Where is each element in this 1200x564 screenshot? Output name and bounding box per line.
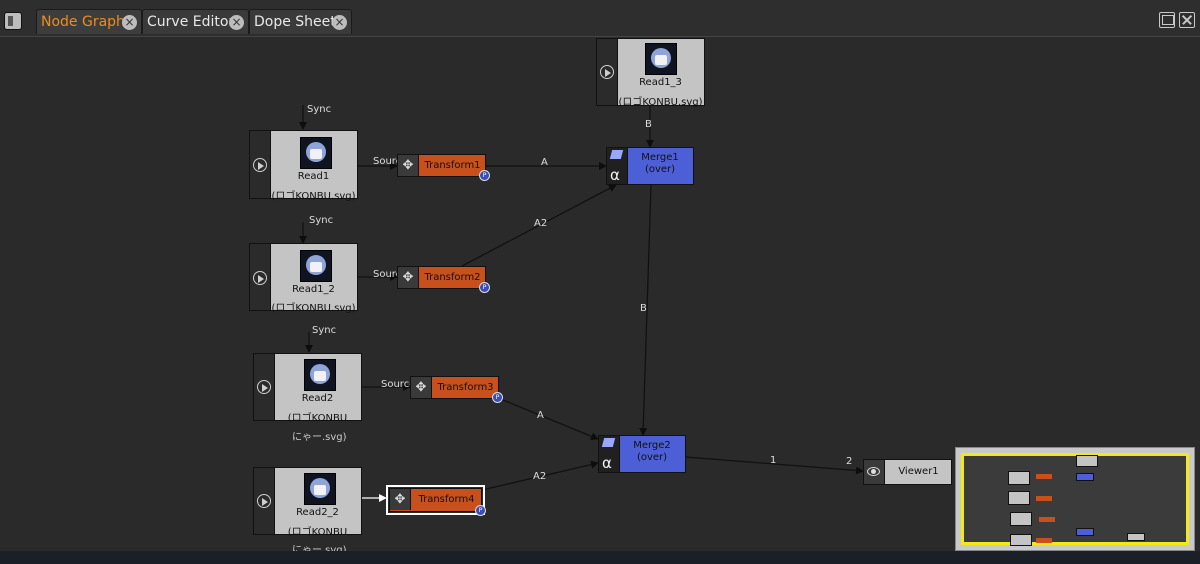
transform-move-icon: ✥ [398, 155, 419, 176]
proxy-badge: P [479, 170, 490, 181]
transform-move-icon: ✥ [398, 267, 419, 288]
node-label: Transform3 [437, 382, 494, 393]
pane-menu-button[interactable] [4, 12, 22, 30]
node-transform1[interactable]: ✥ Transform1 P [397, 154, 490, 181]
source-label: Source [373, 269, 407, 280]
tab-label: Curve Editor [147, 14, 235, 30]
input-label-a: A [537, 410, 544, 421]
node-label: Read1 [297, 171, 330, 182]
wire-merge1-merge2 [639, 184, 652, 436]
play-icon[interactable] [257, 380, 271, 394]
thumbnail-image [645, 43, 677, 75]
node-file: (ロゴKONBU.svg) [618, 97, 703, 108]
close-pane-icon[interactable] [1179, 12, 1195, 28]
node-file-continued: にゃー.svg) [292, 541, 347, 556]
merge-alpha-icon: α [607, 148, 628, 184]
node-transform3[interactable]: ✥ Transform3 P [410, 376, 503, 403]
thumbnail-image [304, 473, 336, 505]
wire-transform2-merge1 [461, 184, 617, 267]
wire-transform4-merge2 [481, 460, 599, 491]
node-operation: (over) [644, 164, 676, 175]
node-read2[interactable]: Read2 (ロゴKONBU [253, 353, 362, 424]
node-label: Merge1 [641, 152, 679, 163]
float-pane-icon[interactable] [1159, 12, 1175, 28]
proxy-badge: P [479, 282, 490, 293]
sync-label: Sync [309, 215, 333, 226]
node-file: (ロゴKONBU [287, 527, 348, 538]
viewer-input-label-2: 2 [846, 456, 852, 467]
close-icon[interactable]: × [332, 15, 347, 30]
tab-label: Dope Sheet [254, 14, 336, 30]
node-label: Read1_3 [639, 77, 682, 88]
navigator-viewport[interactable] [961, 453, 1189, 545]
node-viewer1[interactable]: Viewer1 [863, 459, 952, 485]
source-label: Source [381, 379, 415, 390]
input-label-b: B [640, 303, 647, 314]
status-strip [0, 551, 1200, 564]
play-icon[interactable] [600, 65, 614, 79]
thumbnail-image [300, 250, 332, 282]
thumbnail-image [300, 137, 332, 169]
wire-transform3-merge2 [497, 397, 599, 441]
transform-move-icon: ✥ [411, 377, 432, 398]
node-read1-2[interactable]: Read1_2 (ロゴKONBU.svg) [249, 243, 358, 314]
merge-alpha-icon: α [599, 436, 620, 472]
thumbnail-image [304, 359, 336, 391]
node-file: (ロゴKONBU.svg) [271, 191, 356, 202]
node-merge1[interactable]: α Merge1 (over) [606, 147, 694, 185]
node-file: (ロゴKONBU.svg) [271, 303, 356, 314]
play-icon[interactable] [253, 158, 267, 172]
transform-move-icon: ✥ [390, 489, 411, 510]
node-label: Read2_2 [296, 507, 339, 518]
node-merge2[interactable]: α Merge2 (over) [598, 435, 686, 473]
tab-curve-editor[interactable]: Curve Editor × [142, 9, 249, 34]
node-read1[interactable]: Read1 (ロゴKONBU.svg) [249, 130, 358, 202]
tab-node-graph[interactable]: Node Graph × [36, 9, 142, 34]
node-file: (ロゴKONBU [287, 413, 348, 424]
tab-dope-sheet[interactable]: Dope Sheet × [249, 9, 352, 34]
navigator-minimap[interactable] [955, 447, 1195, 551]
node-operation: (over) [636, 452, 668, 463]
tab-bar: Node Graph × Curve Editor × Dope Sheet × [0, 0, 1200, 37]
viewer-input-label-1: 1 [770, 455, 776, 466]
node-label: Read1_2 [292, 284, 335, 295]
sync-label: Sync [307, 104, 331, 115]
input-label-a: A [541, 157, 548, 168]
input-label-b: B [645, 119, 652, 130]
proxy-badge: P [475, 505, 486, 516]
node-label: Transform1 [424, 160, 481, 171]
node-transform4[interactable]: ✥ Transform4 P [386, 485, 486, 516]
wire-merge2-viewer [685, 456, 864, 475]
node-file-continued: にゃー.svg) [292, 432, 347, 443]
close-icon[interactable]: × [229, 15, 244, 30]
play-icon[interactable] [253, 271, 267, 285]
node-read2-2[interactable]: Read2_2 (ロゴKONBU [253, 467, 362, 538]
input-label-a2: A2 [534, 218, 547, 229]
input-label-a2: A2 [533, 471, 546, 482]
node-label: Transform4 [418, 494, 475, 505]
sync-label: Sync [312, 325, 336, 336]
play-icon[interactable] [257, 494, 271, 508]
node-read1-3[interactable]: Read1_3 (ロゴKONBU.svg) [596, 38, 705, 108]
node-transform2[interactable]: ✥ Transform2 P [397, 266, 490, 293]
close-icon[interactable]: × [122, 15, 137, 30]
node-label: Transform2 [424, 272, 481, 283]
eye-icon [864, 460, 885, 484]
source-label: Source [373, 156, 407, 167]
node-label: Read2 [301, 393, 334, 404]
node-label: Viewer1 [898, 466, 939, 477]
tab-label: Node Graph [41, 14, 125, 30]
node-label: Merge2 [633, 440, 671, 451]
proxy-badge: P [492, 392, 503, 403]
